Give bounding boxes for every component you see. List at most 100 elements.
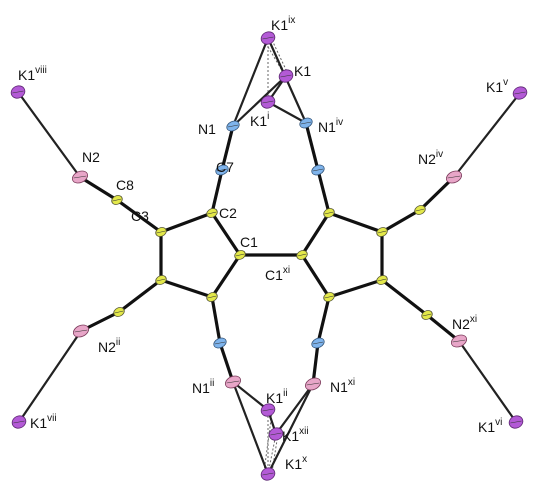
covalent-bond	[78, 175, 119, 202]
carbon-atom	[421, 310, 433, 320]
potassium-atom	[512, 86, 528, 100]
covalent-bond	[300, 253, 331, 299]
nitrogen-atom	[226, 120, 240, 132]
potassium-atom	[278, 69, 294, 83]
atom-label: K1ii	[266, 388, 288, 406]
covalent-bond	[115, 198, 163, 234]
dashed-contact-line	[271, 39, 289, 75]
covalent-bond	[117, 278, 163, 314]
covalent-bond	[316, 295, 331, 345]
covalent-bond	[220, 124, 235, 172]
coordination-bond	[231, 380, 270, 476]
nitrogen-atom	[71, 170, 89, 184]
carbon-atom	[155, 227, 167, 237]
carbon-atom	[206, 292, 218, 302]
atom-label-superscript: ix	[288, 15, 295, 26]
coordination-bond	[16, 90, 82, 179]
atom-label-superscript: xi	[348, 377, 355, 388]
covalent-bond	[210, 168, 224, 215]
atom-label: N1iv	[318, 117, 343, 135]
atom-label: K1v	[486, 77, 508, 95]
covalent-bond	[210, 253, 242, 299]
atom-label-superscript: vi	[495, 417, 502, 428]
covalent-bond	[218, 341, 235, 384]
atom-label: N2iv	[418, 149, 443, 167]
potassium-atom	[260, 403, 276, 417]
covalent-bond	[327, 211, 384, 234]
covalent-bond	[210, 211, 242, 257]
covalent-bond	[304, 121, 320, 172]
carbon-atom	[376, 275, 388, 285]
atom-label-superscript: iv	[436, 149, 443, 160]
nitrogen-atom	[224, 375, 242, 389]
covalent-bond	[327, 278, 384, 299]
atom-label-superscript: xi	[470, 314, 477, 325]
potassium-atom	[508, 415, 524, 429]
nitrogen-atom	[445, 170, 463, 184]
nitrogen-atom	[299, 117, 313, 129]
carbon-atom	[206, 208, 218, 218]
atom-label-superscript: iv	[336, 117, 343, 128]
nitrogen-atom	[311, 164, 325, 176]
atom-label: C1xi	[265, 265, 290, 283]
covalent-bond	[311, 341, 320, 386]
coordination-bond	[231, 74, 288, 128]
coordination-bond	[231, 36, 270, 128]
coordination-bond	[266, 100, 308, 125]
covalent-bond	[300, 211, 331, 257]
covalent-bond	[159, 211, 214, 234]
atom-label: C2	[219, 205, 237, 221]
atom-label-superscript: xii	[299, 426, 308, 437]
nitrogen-atom	[450, 334, 468, 348]
atom-label: K1x	[285, 454, 307, 472]
potassium-atom	[260, 31, 276, 45]
coordination-bond	[457, 339, 518, 424]
atom-label-superscript: vii	[47, 413, 56, 424]
potassium-atom	[260, 467, 276, 481]
covalent-bond	[159, 278, 214, 299]
nitrogen-atom	[215, 164, 229, 176]
covalent-bond	[316, 168, 331, 215]
atom-label-superscript: xi	[283, 265, 290, 276]
atom-label-superscript: v	[503, 77, 508, 88]
atom-layer	[10, 31, 528, 481]
covalent-bond	[380, 208, 422, 234]
atom-label: K1vi	[478, 417, 502, 435]
potassium-atom	[260, 95, 276, 109]
nitrogen-atom	[304, 377, 322, 391]
atom-label: C8	[116, 177, 134, 193]
covalent-bond	[210, 295, 222, 345]
atom-label: N1	[198, 121, 216, 137]
potassium-atom	[268, 427, 284, 441]
atom-label: C1	[240, 234, 258, 250]
coordination-bond	[274, 382, 315, 436]
atom-label: N2	[82, 149, 100, 165]
carbon-atom	[323, 208, 335, 218]
atom-label-superscript: i	[267, 111, 269, 122]
atom-label-superscript: ii	[210, 378, 214, 389]
atom-label-superscript: ii	[116, 337, 120, 348]
carbon-atom	[376, 227, 388, 237]
atom-label-superscript: viii	[35, 65, 47, 76]
atom-label: N1ii	[192, 378, 214, 396]
atom-label: N2ii	[98, 337, 120, 355]
carbon-atom	[113, 307, 125, 317]
potassium-atom	[10, 85, 26, 99]
atom-label: K1vii	[30, 413, 57, 431]
nitrogen-atom	[311, 337, 325, 349]
covalent-bond	[425, 313, 461, 343]
covalent-bond	[380, 278, 429, 317]
atom-label: C7	[216, 159, 234, 175]
coordination-bond	[452, 91, 522, 179]
nitrogen-atom	[213, 337, 227, 349]
carbon-atom	[155, 275, 167, 285]
atom-label: K1viii	[18, 65, 47, 83]
atom-label: N1xi	[330, 377, 355, 395]
coordination-bond	[266, 382, 315, 476]
atom-label: N2xi	[452, 314, 477, 332]
coordination-bond	[17, 329, 83, 424]
atom-label-superscript: x	[302, 454, 307, 465]
nitrogen-atom	[72, 324, 90, 338]
atom-label: K1xii	[282, 426, 309, 444]
